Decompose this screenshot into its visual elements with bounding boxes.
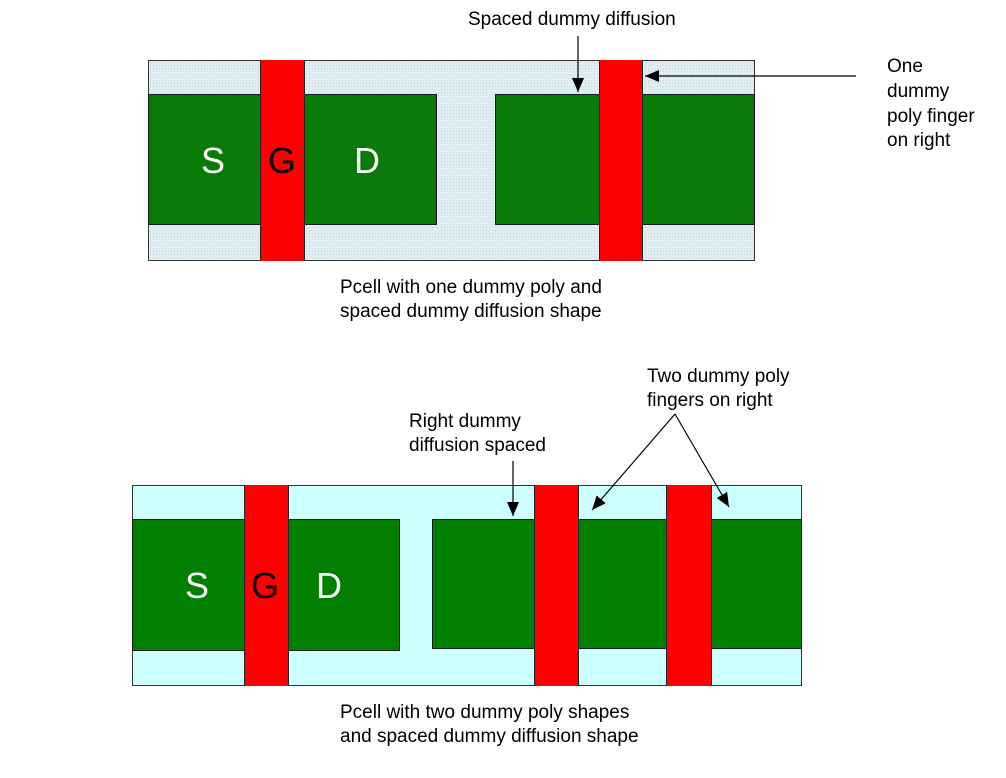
annotation-line: Right dummy (409, 411, 521, 432)
dummy-poly-finger-2 (666, 485, 712, 686)
dummy-poly-finger-1 (534, 485, 579, 686)
poly-gate (260, 60, 305, 261)
annotation-line: dummy (887, 81, 950, 102)
dummy-poly-finger (599, 60, 643, 261)
arrow-dummy-poly-finger-1 (591, 413, 676, 511)
caption-line: spaced dummy diffusion shape (340, 301, 602, 322)
source-label: S (185, 565, 210, 606)
annotation-line: poly finger (887, 106, 975, 127)
dummy-diffusion-right (432, 519, 802, 649)
gate-label: G (251, 565, 280, 606)
caption-line: and spaced dummy diffusion shape (340, 726, 639, 747)
drain-label: D (316, 565, 342, 606)
poly-gate (244, 485, 289, 686)
annotation-line: Two dummy poly (647, 366, 790, 387)
gate-label: G (268, 140, 297, 181)
caption-line: Pcell with two dummy poly shapes (340, 702, 630, 723)
drain-label: D (354, 140, 380, 181)
annotation-line: fingers on right (647, 390, 773, 411)
spaced-dummy-diffusion-annotation: Spaced dummy diffusion (468, 9, 676, 30)
annotation-line: diffusion spaced (409, 435, 546, 456)
annotation-line: on right (887, 130, 951, 151)
annotation-line: One (887, 56, 923, 77)
caption-line: Pcell with one dummy poly and (340, 277, 602, 298)
arrow-dummy-poly-finger-2 (674, 413, 730, 508)
source-label: S (201, 140, 226, 181)
